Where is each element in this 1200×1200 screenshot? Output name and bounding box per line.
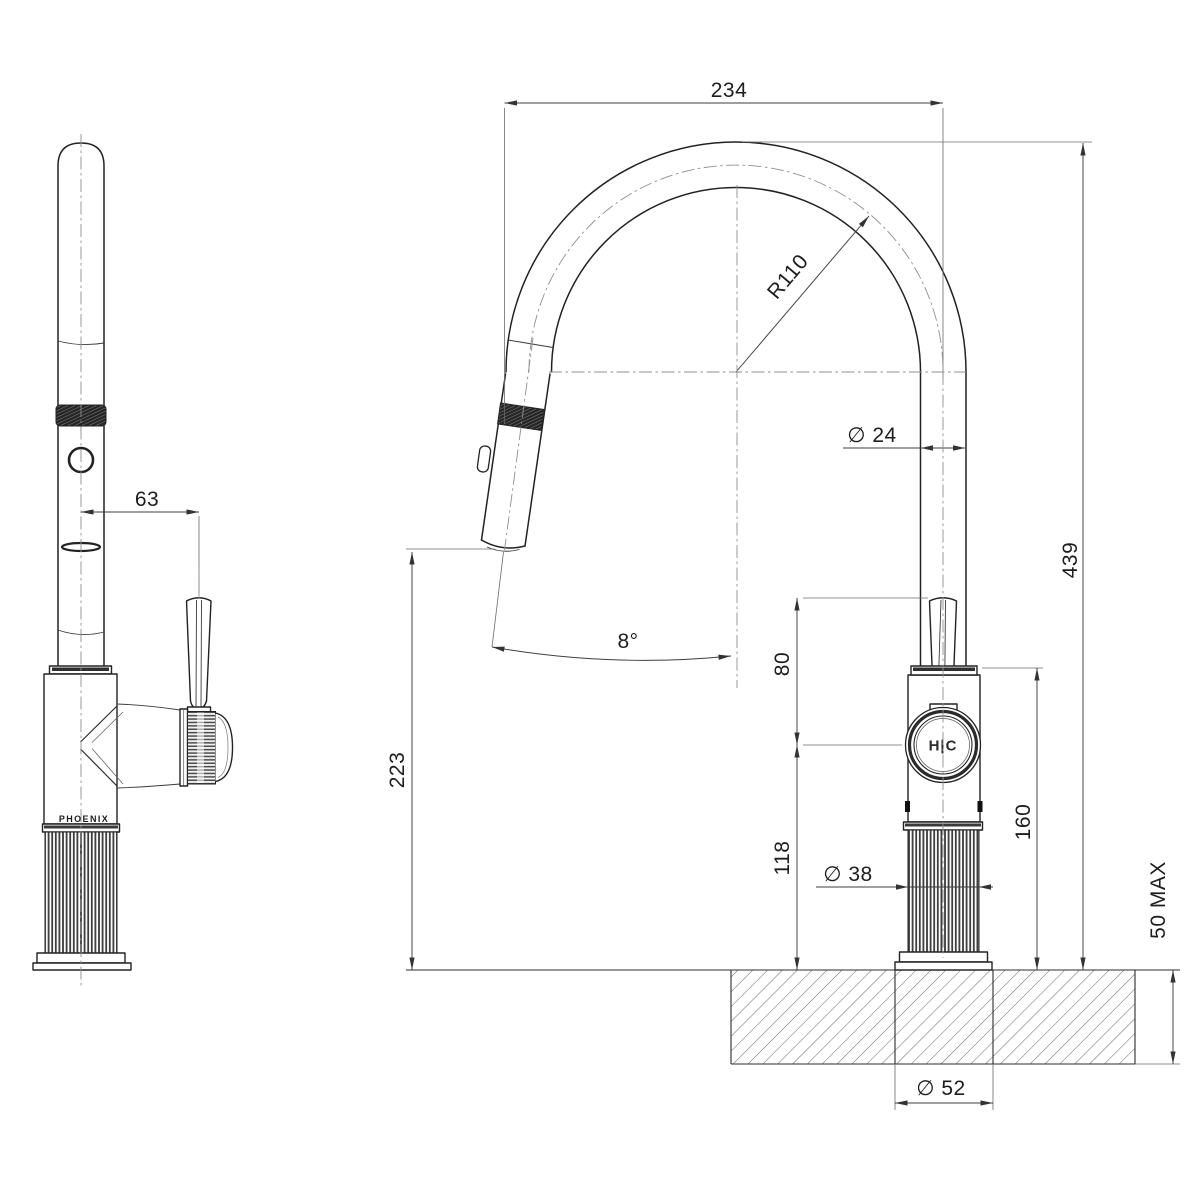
countertop-outline bbox=[730, 970, 1136, 1065]
dim-text-reach: 234 bbox=[711, 79, 748, 102]
ext-angle bbox=[491, 551, 504, 648]
side-view: PHOENIX bbox=[32, 142, 234, 971]
front-base-plate-lower bbox=[894, 961, 993, 971]
front-spray-edges bbox=[480, 373, 551, 547]
side-collar-band bbox=[52, 667, 109, 671]
front-body-tab-right bbox=[977, 801, 983, 812]
dim-text-bench-thickness: 50 MAX bbox=[1147, 861, 1170, 939]
mounting-hole-edges bbox=[894, 970, 994, 1064]
brand-wordmark: PHOENIX bbox=[59, 814, 109, 824]
dimensions-layer: 234 R110 ∅ 24 439 8° 223 80 118 160 bbox=[81, 79, 1180, 1110]
dim-text-spout-diameter: ∅ 24 bbox=[847, 424, 897, 447]
side-boss-edges bbox=[116, 703, 181, 789]
dim-text-handle-height: 80 bbox=[771, 652, 794, 676]
side-handle-seams bbox=[195, 599, 202, 708]
front-body-tab-left bbox=[905, 801, 910, 812]
side-boss-chevron bbox=[80, 705, 118, 787]
front-spray-tip bbox=[480, 539, 526, 549]
dim-text-hole-diameter: ∅ 52 bbox=[916, 1077, 966, 1100]
dim-text-bend-radius: R110 bbox=[763, 250, 813, 304]
side-dial-cap-inner bbox=[217, 716, 229, 778]
front-spray-button bbox=[476, 445, 492, 473]
front-arc-inner bbox=[550, 186, 922, 373]
dim-text-nozzle-angle: 8° bbox=[617, 630, 638, 653]
front-spray-nozzle bbox=[486, 546, 520, 552]
dim-text-base-diameter: ∅ 38 bbox=[823, 863, 873, 886]
side-base-plate-lower bbox=[32, 962, 132, 971]
dim-text-overall-height: 439 bbox=[1059, 542, 1082, 579]
dim-text-body-top-to-bench: 160 bbox=[1012, 804, 1035, 841]
front-riser-pipe bbox=[919, 371, 967, 667]
dimarc-angle bbox=[491, 646, 732, 661]
front-spray-knurl-band bbox=[496, 402, 546, 432]
side-handle-lever bbox=[185, 597, 212, 709]
dim-text-body-center-to-bench: 118 bbox=[771, 841, 794, 876]
front-view: H|C bbox=[476, 141, 993, 971]
dim-text-spout-clearance: 223 bbox=[386, 752, 409, 789]
centerlines bbox=[80, 134, 966, 988]
hot-cold-dial-label: H|C bbox=[929, 738, 958, 755]
centerline-spray-axis bbox=[504, 337, 534, 551]
side-boss-chevron-inner bbox=[91, 711, 124, 785]
arrows-dia24 bbox=[921, 445, 965, 451]
front-arc-outer bbox=[505, 141, 967, 373]
side-dial-highlight bbox=[197, 712, 204, 783]
centerline-arc bbox=[528, 164, 944, 373]
dimline-r110 bbox=[735, 215, 870, 373]
side-dial-cap bbox=[215, 712, 234, 783]
countertop-section bbox=[406, 969, 1180, 1065]
countertop-hatch bbox=[731, 970, 1135, 1064]
front-ribbed-base bbox=[907, 829, 980, 953]
front-collar-band bbox=[913, 667, 975, 671]
dim-text-handle-offset: 63 bbox=[135, 488, 159, 511]
front-base-plate-upper bbox=[898, 951, 989, 963]
